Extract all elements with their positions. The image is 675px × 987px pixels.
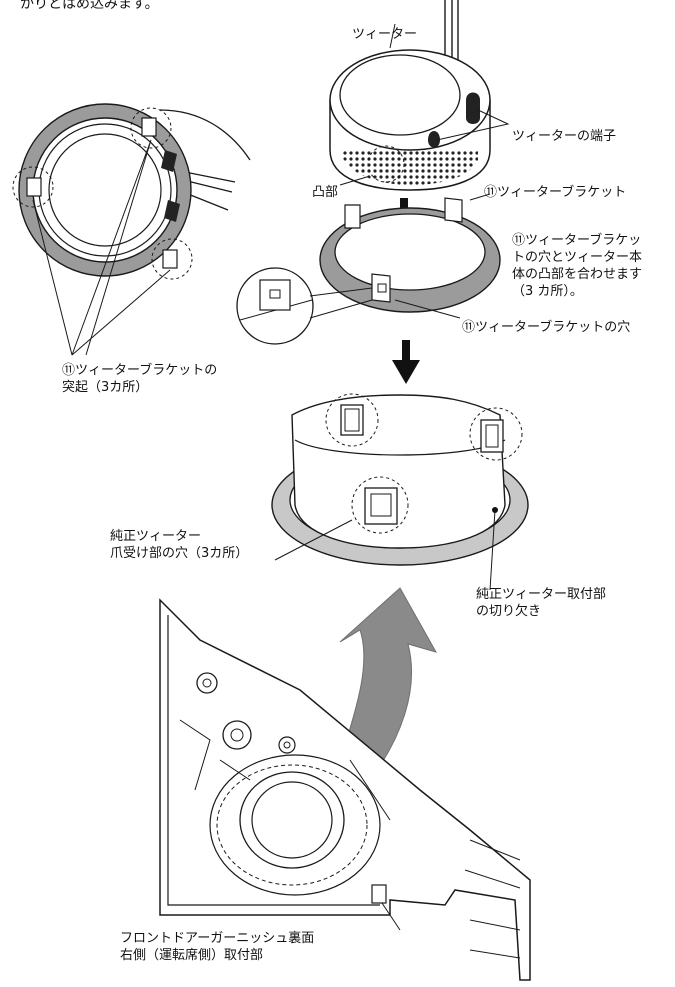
arrow-down-2 bbox=[392, 340, 420, 384]
tweeter-drawing bbox=[329, 0, 510, 191]
bracket-back-view bbox=[12, 103, 251, 356]
garnish-back bbox=[159, 598, 531, 981]
label-bracket-protrusion: ⑪ツィーターブラケットの 突起（3カ所） bbox=[62, 363, 218, 395]
label-bracket: ⑪ツィーターブラケット bbox=[484, 185, 627, 200]
genuine-mount bbox=[271, 393, 529, 591]
zoom-detail bbox=[236, 267, 373, 345]
label-convex-part: 凸部 bbox=[312, 185, 339, 200]
label-align-note: ⑪ツィーターブラケッ トの穴とツィーター本 体の凸部を合わせます （3 カ所）。 bbox=[512, 233, 643, 299]
label-garnish-back: フロントドアーガーニッシュ裏面 右側（運転席側）取付部 bbox=[120, 931, 315, 963]
label-tweeter-terminal: ツィーターの端子 bbox=[512, 129, 617, 144]
label-genuine-claw-hole: 純正ツィーター 爪受け部の穴（3カ所） bbox=[110, 529, 249, 561]
bracket-ring bbox=[319, 193, 501, 319]
label-bracket-hole: ⑪ツィーターブラケットの穴 bbox=[462, 320, 631, 335]
intro-text: かりとはめ込みます。 bbox=[20, 0, 159, 12]
install-arrow bbox=[339, 587, 438, 781]
label-genuine-notch: 純正ツィーター取付部 の切り欠き bbox=[476, 587, 607, 619]
label-tweeter: ツィーター bbox=[352, 27, 418, 42]
